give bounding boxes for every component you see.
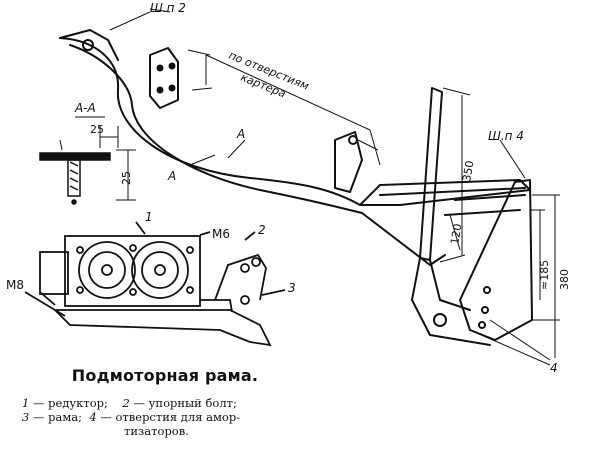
label-sec-top: Ш.п 2 xyxy=(150,1,186,15)
label-dim-350: 350 xyxy=(460,160,476,183)
section-profile-web xyxy=(67,159,81,197)
label-num-1: 1 xyxy=(145,210,153,224)
label-dim-25-v: 25 xyxy=(120,171,133,185)
reducer-gear-left xyxy=(78,241,136,299)
legend-1-num: 1 xyxy=(22,396,30,410)
bracket-middle xyxy=(334,131,363,193)
frame-rail-outer xyxy=(59,37,361,206)
legend-2-num: 2 xyxy=(122,396,130,410)
label-dim-25-h: 25 xyxy=(90,123,104,136)
label-m8: М8 xyxy=(6,278,24,292)
mount-frame xyxy=(52,309,272,347)
label-m6: М6 xyxy=(212,227,230,241)
label-dim-185: ≈185 xyxy=(538,260,551,290)
label-num-2: 2 xyxy=(258,223,266,237)
legend-1-text: — редуктор; xyxy=(29,396,108,410)
rear-arm xyxy=(419,87,443,261)
label-section-aa: А-А xyxy=(74,101,96,115)
legend-2-text: — упорный болт; xyxy=(129,396,237,410)
bolt-bracket xyxy=(214,253,267,301)
legend-3-num: 3 xyxy=(22,410,30,424)
label-section-a1: А xyxy=(236,127,245,141)
label-section-a2: А xyxy=(167,169,176,183)
legend-line-1: 1 — редуктор; 2 — упорный болт; xyxy=(22,396,342,410)
legend-line-3: тизаторов. xyxy=(124,424,324,438)
section-profile-flange xyxy=(39,152,111,161)
label-num-4: 4 xyxy=(550,361,558,375)
legend-4-num: 4 xyxy=(89,410,97,424)
legend-4-cont: тизаторов. xyxy=(124,424,189,438)
caption-title: Подмоторная рама. xyxy=(71,366,259,385)
label-dim-120: 120 xyxy=(448,223,464,246)
rear-bracket xyxy=(459,179,533,341)
legend-3-text: — рама; xyxy=(29,410,83,424)
reducer-gear-right xyxy=(131,241,189,299)
label-num-3: 3 xyxy=(288,281,296,295)
legend-line-2: 3 — рама; 4 — отверстия для амор- xyxy=(22,410,342,424)
label-sec-right: Ш.п 4 xyxy=(488,129,524,143)
label-dim-380: 380 xyxy=(558,269,571,290)
reducer-body xyxy=(64,235,201,307)
bracket-top xyxy=(149,47,179,109)
legend-4-text: — отверстия для амор- xyxy=(96,410,241,424)
frame-rail-inner xyxy=(69,44,363,214)
